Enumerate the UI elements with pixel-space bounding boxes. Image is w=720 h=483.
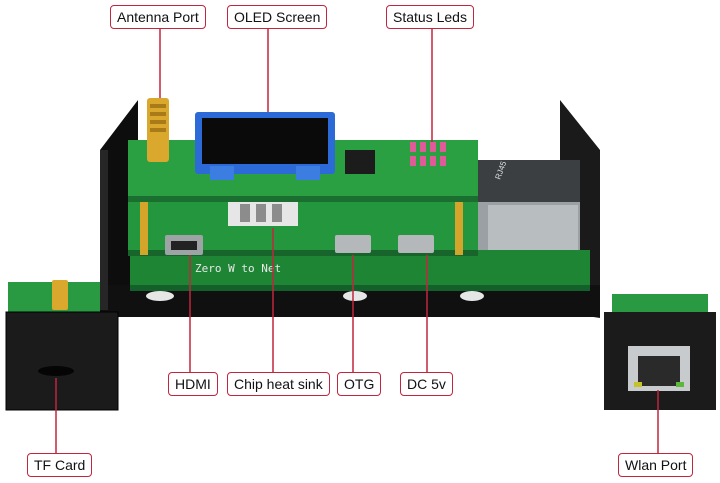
label-antenna-port: Antenna Port: [110, 5, 206, 29]
label-oled-screen: OLED Screen: [227, 5, 328, 29]
label-otg: OTG: [337, 372, 382, 396]
middle-board: [128, 195, 478, 256]
label-status-leds: Status Leds: [386, 5, 474, 29]
bottom-board: Zero W to Net: [130, 250, 590, 291]
tf-card-slot: [38, 366, 74, 376]
board-silkscreen: Zero W to Net: [195, 262, 281, 275]
top-board: [128, 98, 478, 202]
label-dc-5v: DC 5v: [400, 372, 453, 396]
ethernet-jack: RJ45: [478, 160, 580, 255]
label-hdmi: HDMI: [168, 372, 218, 396]
dc-connector: [398, 235, 434, 253]
wlan-side-panel: [604, 294, 716, 410]
status-led-array: [410, 142, 446, 166]
label-chip-heat-sink: Chip heat sink: [227, 372, 330, 396]
label-wlan-port: Wlan Port: [618, 453, 694, 477]
controller-chip: [345, 150, 375, 174]
tf-card-side-panel: [5, 280, 119, 411]
otg-connector: [335, 235, 371, 253]
antenna-connector: [147, 98, 169, 162]
label-tf-card: TF Card: [27, 453, 93, 477]
callout-lines: [55, 28, 659, 453]
